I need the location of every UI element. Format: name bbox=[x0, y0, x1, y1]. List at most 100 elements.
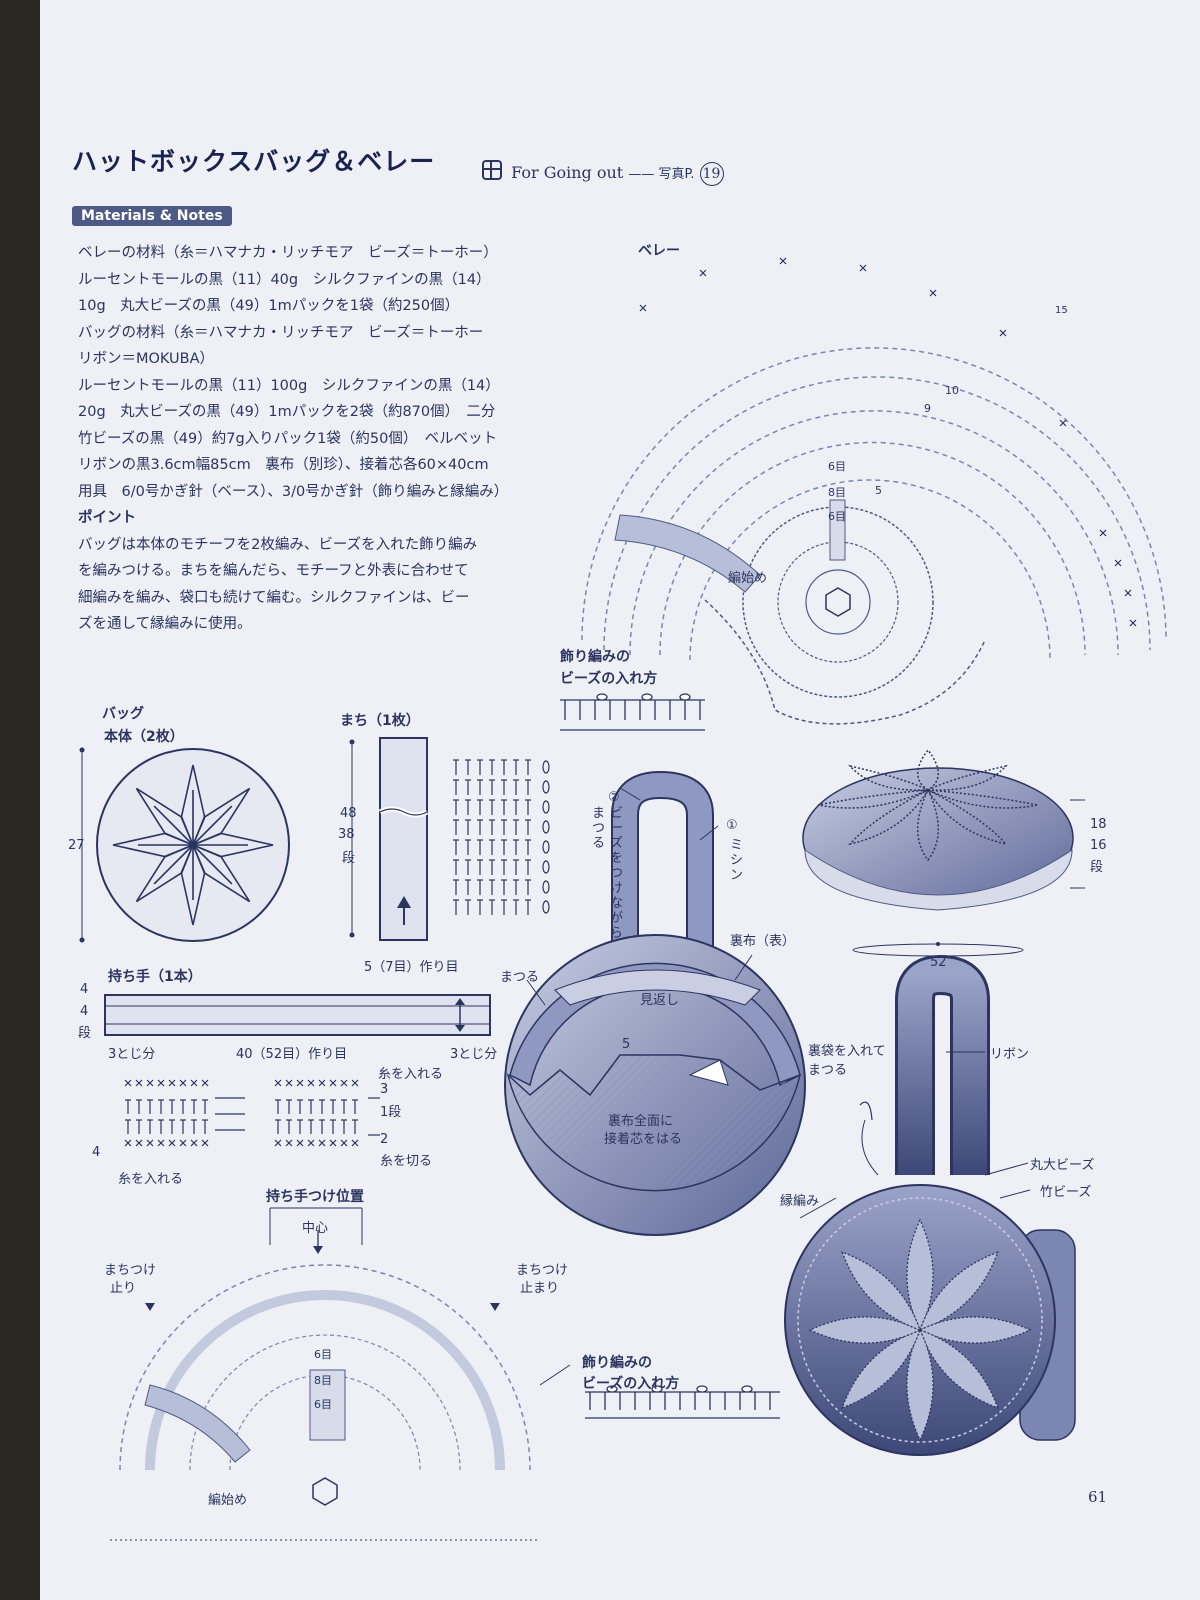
notes-line: 20g 丸大ビーズの黒（49）1mパックを2袋（約870個） 二分 bbox=[78, 404, 496, 420]
handle-rows: 4 bbox=[80, 1004, 89, 1019]
chain-mark bbox=[542, 760, 550, 774]
notes-line: を編みつける。まちを編んだら、モチーフと外表に合わせて bbox=[78, 563, 469, 579]
gusset-stitch-chart bbox=[453, 759, 550, 915]
page-number: 61 bbox=[1088, 1488, 1108, 1506]
bag-petal bbox=[841, 1328, 922, 1409]
stitch-mark bbox=[157, 1079, 165, 1087]
beret-petal bbox=[848, 788, 930, 846]
stitch-mark bbox=[296, 1079, 304, 1087]
stitch-mark bbox=[329, 1139, 337, 1147]
chain-mark bbox=[542, 840, 550, 854]
gusset-end-right-2: 止まり bbox=[520, 1281, 560, 1296]
stitch-mark bbox=[179, 1139, 187, 1147]
lining-note-2: 接着芯をはる bbox=[604, 1132, 683, 1147]
handle-width: 4 bbox=[80, 982, 89, 997]
handle-stitch-chart bbox=[124, 1079, 380, 1147]
beret-row-label: 6目 bbox=[828, 510, 846, 523]
notes-line: バッグは本体のモチーフを2枚編み、ビーズを入れた飾り編み bbox=[78, 536, 478, 553]
page-title: ハットボックスバッグ＆ベレー bbox=[72, 147, 436, 176]
notes-line: ズを通して縁編みに使用。 bbox=[78, 616, 252, 632]
beret-petal bbox=[926, 788, 1008, 846]
notes-line: ルーセントモールの黒（11）100g シルクファインの黒（14） bbox=[78, 377, 500, 394]
stitch-mark bbox=[190, 1139, 198, 1147]
stitch-thread-in-2: 糸を入れる bbox=[118, 1172, 184, 1187]
beret-row-label: 8目 bbox=[828, 486, 846, 499]
photo-ref-number: 19 bbox=[699, 162, 724, 186]
bag-petal bbox=[906, 1328, 934, 1442]
bag-row-label: 6目 bbox=[314, 1398, 332, 1411]
bag-bead-label: ビーズの入れ方 bbox=[582, 1376, 680, 1392]
facing-width: 5 bbox=[622, 1037, 631, 1052]
assembly-num-2: ② bbox=[608, 790, 620, 805]
beret-width: 52 bbox=[930, 955, 947, 970]
gusset-rows: 38 bbox=[338, 827, 355, 842]
handle-strip bbox=[104, 994, 491, 1036]
bamboo-beads-label: 竹ビーズ bbox=[1040, 1185, 1092, 1200]
beret-height-unit: 段 bbox=[1090, 860, 1104, 875]
bag-row-label: 6目 bbox=[314, 1348, 332, 1361]
chain-mark bbox=[542, 880, 550, 894]
materials-badge: Materials & Notes bbox=[72, 206, 232, 226]
matsuru-note: まつる bbox=[592, 806, 606, 851]
handle-start: 40（52目）作り目 bbox=[236, 1047, 348, 1062]
beret-petal bbox=[848, 764, 929, 791]
handle-right-note: 3とじ分 bbox=[450, 1047, 498, 1062]
notes-line: 用具 6/0号かぎ針（ベース）、3/0号かぎ針（飾り編みと縁編み） bbox=[78, 483, 509, 500]
matsuru-label: まつる bbox=[500, 970, 540, 985]
notes-line: ポイント bbox=[78, 510, 136, 526]
chain-mark bbox=[542, 900, 550, 914]
bag-petal bbox=[841, 1251, 922, 1332]
beret-petal bbox=[916, 748, 940, 791]
stitch-row-4: 4 bbox=[92, 1145, 101, 1160]
beret-label: ベレー bbox=[638, 243, 680, 259]
notes-line: ベレーの材料（糸＝ハマナカ・リッチモア ビーズ＝トーホー） bbox=[78, 245, 498, 261]
star-spoke bbox=[153, 805, 194, 846]
stitch-mark bbox=[135, 1079, 143, 1087]
grid-icon bbox=[482, 160, 502, 180]
bag-petal bbox=[918, 1328, 999, 1409]
center-label: 中心 bbox=[302, 1221, 329, 1236]
bag-bead-strip bbox=[585, 1385, 780, 1419]
stitch-mark bbox=[318, 1079, 326, 1087]
star-spoke bbox=[192, 805, 233, 846]
notes-line: 細編みを編み、袋口も続けて編む。シルクファインは、ビー bbox=[78, 589, 470, 606]
notes-line: 竹ビーズの黒（49）約7g入りパック1袋（約50個） ベルベット bbox=[78, 430, 498, 447]
stitch-mark bbox=[168, 1079, 176, 1087]
assembly-num-1: ① bbox=[726, 818, 738, 833]
stitch-mark bbox=[351, 1139, 359, 1147]
handle-label: 持ち手（1本） bbox=[108, 969, 202, 985]
chain-mark bbox=[542, 860, 550, 874]
beret-row-num: 15 bbox=[1055, 305, 1068, 316]
leader-lines bbox=[526, 787, 1031, 1386]
lining-note-1: 裏布全面に bbox=[608, 1114, 674, 1129]
notes-line: リボンの黒3.6cm幅85cm 裏布（別珍）、接着芯各60×40cm bbox=[78, 457, 489, 473]
beret-bead-label: ビーズの入れ方 bbox=[560, 671, 658, 687]
notes-line: 10g 丸大ビーズの黒（49）1mパックを1袋（約250個） bbox=[78, 298, 460, 314]
stitch-mark bbox=[351, 1079, 359, 1087]
assembly-illustration bbox=[504, 770, 806, 1236]
gusset-label: まち（1枚） bbox=[340, 713, 420, 729]
stitch-mark bbox=[124, 1079, 132, 1087]
stitch-mark bbox=[296, 1139, 304, 1147]
bag-petal bbox=[808, 1316, 922, 1344]
beret-petal bbox=[817, 789, 929, 809]
beret-height: 18 bbox=[1090, 817, 1107, 832]
handle-position-label: 持ち手つけ位置 bbox=[266, 1189, 364, 1205]
bead-sew-note: ビーズをつけながら bbox=[610, 806, 624, 941]
bag-body-label: 本体（2枚） bbox=[104, 729, 184, 745]
handle-left-note: 3とじ分 bbox=[108, 1047, 156, 1062]
category-label: For Going out bbox=[511, 163, 624, 182]
edging-label: 縁編み bbox=[780, 1194, 820, 1209]
beret-height-rows: 16 bbox=[1090, 838, 1107, 853]
beret-bead-label: 飾り編みの bbox=[560, 649, 630, 665]
bag-motif-half-chart bbox=[110, 1207, 540, 1541]
bag-petal bbox=[906, 1218, 934, 1332]
stitch-mark bbox=[274, 1079, 282, 1087]
stitch-mark bbox=[285, 1079, 293, 1087]
materials-text: ベレーの材料（糸＝ハマナカ・リッチモア ビーズ＝トーホー） ルーセントモールの黒… bbox=[78, 240, 558, 638]
stitch-thread-in: 糸を入れる bbox=[378, 1067, 444, 1082]
stitch-mark bbox=[340, 1139, 348, 1147]
beret-row-num: 9 bbox=[924, 402, 931, 415]
